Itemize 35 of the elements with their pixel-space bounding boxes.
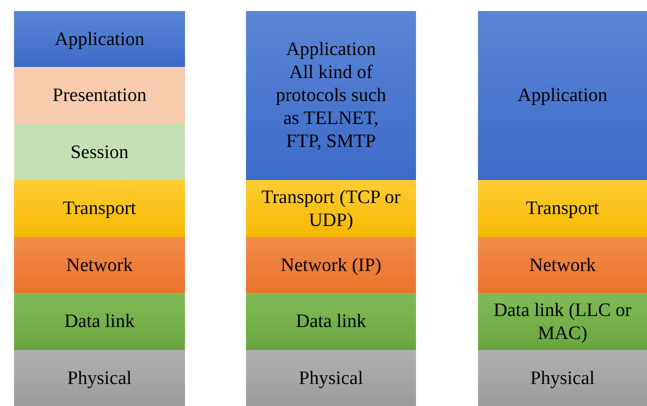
layer-label: Data link (LLC or MAC) [492, 298, 632, 344]
layer-label: Physical [67, 366, 132, 390]
presentation-layer [14, 67, 185, 124]
layer-label: Network [66, 254, 133, 276]
data-link-layer [246, 293, 416, 350]
layer-label: Network (IP) [280, 254, 382, 276]
layer-label: Application [54, 28, 144, 50]
layer-label: Data link [296, 310, 366, 333]
application-layer [246, 11, 416, 180]
layer-label: Application [286, 38, 376, 61]
network-layer [246, 237, 416, 293]
data-link-layer [478, 293, 647, 350]
layer-description: All kind of protocols such as TELNET, FTP, SMTP [274, 61, 388, 153]
transport-layer [478, 180, 647, 237]
physical-layer [478, 350, 647, 406]
layer-label: Presentation [52, 84, 146, 107]
transport-layer [14, 180, 185, 237]
layer-label: Network [529, 254, 596, 276]
application-layer [478, 11, 647, 180]
network-layer [14, 237, 185, 293]
layer-label: Session [70, 140, 129, 164]
physical-layer [246, 350, 416, 406]
session-layer [14, 124, 185, 180]
layer-label: Application [518, 84, 608, 107]
data-link-layer [14, 293, 185, 350]
layer-label: Data link [64, 310, 135, 333]
layer-label: Transport [526, 197, 600, 220]
physical-layer [14, 350, 185, 406]
layer-label: Physical [298, 366, 364, 390]
transport-layer [246, 180, 416, 237]
layer-label: Physical [530, 366, 595, 390]
application-layer [14, 11, 185, 67]
layer-label: Transport (TCP or UDP) [260, 186, 402, 232]
layer-label: Transport [62, 197, 136, 220]
network-layer [478, 237, 647, 293]
